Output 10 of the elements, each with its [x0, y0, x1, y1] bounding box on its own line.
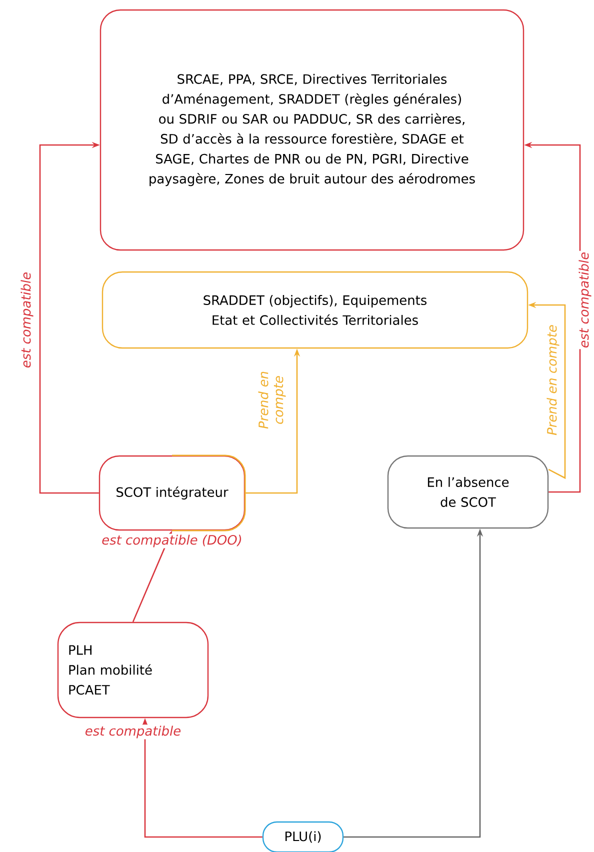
edge-label: Prend en compte	[546, 324, 560, 436]
edge-label: est compatible	[84, 724, 182, 740]
plan-box: PLU(i)	[262, 821, 344, 852]
edge-label: est compatible	[20, 270, 34, 370]
edge-label: est compatible	[578, 250, 592, 350]
edge-label: est compatible (DOO)	[100, 534, 244, 548]
edge-label: Prend en compte	[257, 368, 287, 432]
condition-box: En l’absence de SCOT	[387, 455, 549, 529]
plan-box: SCOT intégrateur	[98, 454, 246, 532]
plan-box: PLH Plan mobilité PCAET	[57, 622, 209, 718]
